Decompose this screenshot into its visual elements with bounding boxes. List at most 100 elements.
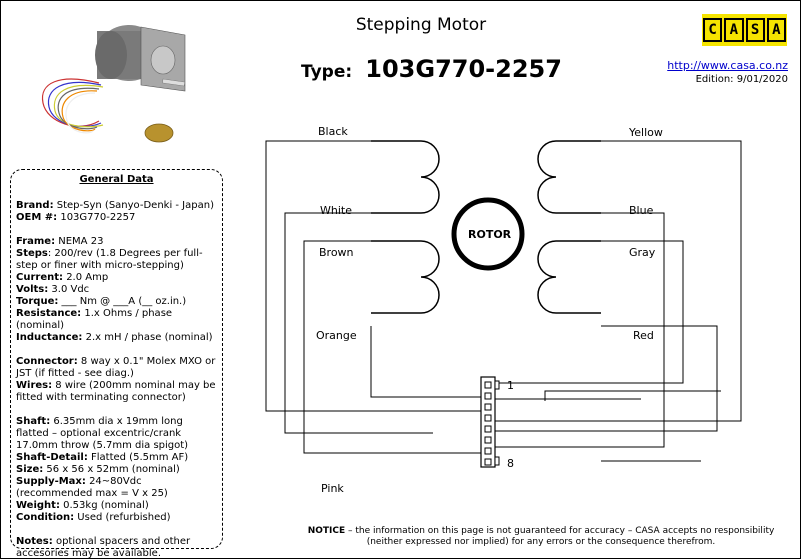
- red-wire: [495, 325, 718, 432]
- data-key: Condition:: [16, 512, 75, 523]
- orange-wire: [370, 326, 481, 398]
- data-line: Resistance: 1.x Ohms / phase (nominal): [16, 308, 217, 332]
- data-line: Torque: ___ Nm @ ___A (__ oz.in.): [16, 296, 217, 308]
- page-title: Stepping Motor: [355, 15, 487, 35]
- data-value: Used (refurbished): [74, 512, 171, 523]
- wire-label-white: White: [320, 204, 352, 217]
- data-value: 103G770-2257: [57, 212, 136, 223]
- wire-label-brown: Brown: [319, 246, 354, 259]
- brown-wire: [303, 240, 481, 454]
- right-coil-upper: [537, 140, 601, 214]
- rotor-circle: [451, 197, 525, 271]
- data-value: 8 wire (200mm nominal may be fitted with…: [16, 380, 216, 403]
- data-key: Brand:: [16, 200, 54, 211]
- gray-wire: [495, 240, 684, 384]
- data-key: Volts:: [16, 284, 49, 295]
- data-value: ___ Nm @ ___A (__ oz.in.): [58, 296, 187, 307]
- data-key: Shaft:: [16, 416, 51, 427]
- data-value: Step-Syn (Sanyo-Denki - Japan): [53, 200, 214, 211]
- wire-label-pink: Pink: [321, 482, 344, 495]
- data-line: Connector: 8 way x 0.1" Molex MXO or JST…: [16, 356, 217, 380]
- data-key: Current:: [16, 272, 64, 283]
- type-value: 103G770-2257: [365, 55, 562, 83]
- data-key: Wires:: [16, 380, 53, 391]
- data-line: Condition: Used (refurbished): [16, 512, 217, 524]
- data-key: Shaft-Detail:: [16, 452, 88, 463]
- logo-letter: A: [766, 18, 786, 42]
- notice-body: – the information on this page is not gu…: [345, 526, 775, 547]
- general-data-box: General Data Brand: Step-Syn (Sanyo-Denk…: [10, 169, 223, 558]
- data-key: Notes:: [16, 536, 53, 547]
- data-value: 2.x mH / phase (nominal): [82, 332, 213, 343]
- data-value: optional spacers and other accesories ma…: [16, 536, 191, 559]
- notice-text: NOTICE – the information on this page is…: [291, 526, 791, 548]
- right-coil-lower: [537, 240, 601, 314]
- general-data-heading: General Data: [79, 174, 154, 185]
- data-line: Wires: 8 wire (200mm nominal may be fitt…: [16, 380, 217, 404]
- wire-label-black: Black: [318, 125, 348, 138]
- data-value: 56 x 56 x 52mm (nominal): [43, 464, 180, 475]
- data-line: Size: 56 x 56 x 52mm (nominal): [16, 464, 217, 476]
- data-key: OEM #:: [16, 212, 58, 223]
- data-line: Shaft: 6.35mm dia x 19mm long flatted – …: [16, 416, 217, 452]
- wire-label-red: Red: [633, 329, 654, 342]
- wire-label-orange: Orange: [316, 329, 357, 342]
- notice-key: NOTICE: [307, 526, 346, 536]
- data-value: 6.35mm dia x 19mm long flatted – optiona…: [16, 416, 189, 451]
- data-line: Steps: 200/rev (1.8 Degrees per full-ste…: [16, 248, 217, 272]
- data-key: Resistance:: [16, 308, 82, 319]
- black-wire: [265, 140, 481, 412]
- wire-label-yellow: Yellow: [628, 126, 663, 139]
- data-line: Supply-Max: 24~80Vdc (recommended max = …: [16, 476, 217, 500]
- data-key: Size:: [16, 464, 44, 475]
- general-data-lines: Brand: Step-Syn (Sanyo-Denki - Japan)OEM…: [16, 200, 217, 559]
- data-line: Current: 2.0 Amp: [16, 272, 217, 284]
- wire-label-gray: Gray: [629, 246, 656, 259]
- data-line: Weight: 0.53kg (nominal): [16, 500, 217, 512]
- data-key: Connector:: [16, 356, 78, 367]
- data-key: Steps: [16, 248, 48, 259]
- data-value: NEMA 23: [55, 236, 104, 247]
- data-line: Volts: 3.0 Vdc: [16, 284, 217, 296]
- edition-date: Edition: 9/01/2020: [695, 74, 788, 85]
- data-value: : 200/rev (1.8 Degrees per full-step or …: [16, 248, 203, 271]
- yellow-wire: [495, 140, 742, 422]
- logo-letter: S: [745, 18, 765, 42]
- website-link[interactable]: http://www.casa.co.nz: [667, 59, 788, 72]
- connector-8-way: [480, 376, 500, 468]
- data-line: Inductance: 2.x mH / phase (nominal): [16, 332, 217, 344]
- data-value: 3.0 Vdc: [48, 284, 90, 295]
- wire-label-blue: Blue: [629, 204, 654, 217]
- data-line: Frame: NEMA 23: [16, 236, 217, 248]
- left-coil-lower: [371, 240, 440, 314]
- data-value: 0.53kg (nominal): [59, 500, 149, 511]
- extra-wire-a: [544, 390, 721, 401]
- data-value: Flatted (5.5mm AF): [87, 452, 189, 463]
- data-key: Inductance:: [16, 332, 83, 343]
- left-coil-upper: [371, 140, 440, 214]
- casa-logo: C A S A: [702, 14, 787, 46]
- data-key: Supply-Max:: [16, 476, 86, 487]
- logo-letter: C: [703, 18, 723, 42]
- white-wire: [284, 212, 433, 434]
- motor-photo: [41, 25, 186, 143]
- data-value: 2.0 Amp: [63, 272, 109, 283]
- data-value: 8 way x 0.1" Molex MXO or JST (if fitted…: [16, 356, 216, 379]
- data-line: Shaft-Detail: Flatted (5.5mm AF): [16, 452, 217, 464]
- data-value: 24~80Vdc (recommended max = V x 25): [16, 476, 168, 499]
- data-key: Weight:: [16, 500, 60, 511]
- data-line: OEM #: 103G770-2257: [16, 212, 217, 224]
- data-line: Notes: optional spacers and other acceso…: [16, 536, 217, 559]
- data-value: 1.x Ohms / phase (nominal): [16, 308, 173, 331]
- blue-wire: [495, 212, 665, 448]
- type-label: Type:: [301, 62, 353, 82]
- type-row: Type: 103G770-2257: [301, 55, 562, 83]
- data-key: Torque:: [16, 296, 59, 307]
- data-line: Brand: Step-Syn (Sanyo-Denki - Japan): [16, 200, 217, 212]
- rotor-label: ROTOR: [468, 228, 512, 241]
- data-key: Frame:: [16, 236, 56, 247]
- pin-label-1: 1: [507, 379, 514, 392]
- logo-letter: A: [724, 18, 744, 42]
